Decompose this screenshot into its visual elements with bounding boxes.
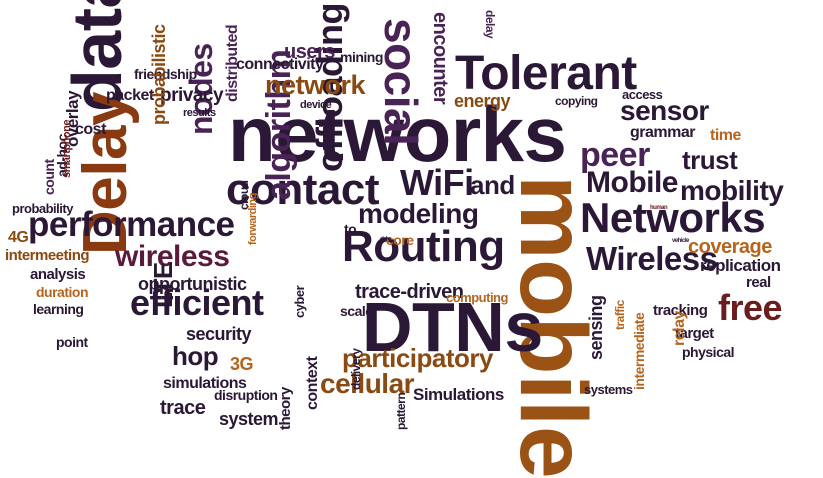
word-real: real [746,274,771,291]
word-hop: hop [172,341,219,371]
word-copying: copying [555,94,598,108]
word-replication: replication [700,256,781,275]
word-pattern: pattern [394,392,408,430]
word-device: device [300,99,332,111]
word-results: results [183,107,216,119]
word-simulations-cap: Simulations [413,385,504,404]
word-sensor: sensor [620,95,709,126]
word-networks-cap: Networks [580,194,766,241]
word-grammar: grammar [630,124,695,141]
word-cost: cost [75,121,106,138]
word-mobile-cap: Mobile [586,166,679,199]
word-energy: energy [454,91,511,111]
word-peer: peer [580,136,650,174]
word-modeling: modeling [358,198,479,229]
word-efficient: efficient [130,282,264,323]
word-mobility: mobility [680,175,784,206]
word-dtns: DTNs [362,288,543,366]
word-and: and [470,170,515,200]
word-probabilistic: probabilistic [149,24,169,125]
word-traffic: traffic [613,300,627,330]
word-duration: duration [36,284,89,300]
word-packet: packet [106,87,154,104]
word-tracking: tracking [653,302,708,319]
word-core: core [386,232,414,248]
word-network: network [265,70,366,100]
word-connectivity: connectivity [236,56,324,73]
word-physical: physical [682,344,735,360]
word-wifi: WiFi [400,162,474,203]
word-to: to [344,221,357,237]
word-context: context [304,356,321,410]
word-point: point [56,334,88,350]
word-computing: computing [446,290,508,305]
word-3g: 3G [230,354,254,374]
word-tolerant: Tolerant [455,47,637,100]
word-networks: networks [228,90,567,178]
word-forwarding: forwarding [247,193,259,245]
word-routing: Routing [342,222,505,271]
word-privacy: privacy [160,85,224,106]
word-friendship: friendship [134,66,197,82]
word-relay: relay [671,311,688,346]
word-trace-driven: trace-driven [355,281,464,303]
word-participatory: participatory [342,343,494,373]
word-trust: trust [682,145,738,175]
word-simulations: simulations [163,375,247,392]
word-delay-small: delay [483,10,497,39]
word-alpha: alpha [380,236,391,242]
word-probability: probability [12,201,73,216]
word-trace: trace [160,397,206,419]
word-encounter: encounter [429,12,451,105]
word-scale: scale [340,303,373,319]
word-intermediate: intermediate [631,312,647,390]
word-cyber: cyber [292,285,307,318]
word-smartphone: smartphone [61,120,73,178]
word-sensing: sensing [586,295,606,360]
word-analysis: analysis [30,266,86,283]
word-theory: theory [277,387,294,430]
word-system: system [219,409,279,429]
word-target: target [675,325,714,342]
word-distributed: distributed [224,24,241,102]
word-intermeeting: intermeeting [5,247,90,264]
word-security: security [186,324,252,344]
word-4g: 4G [8,229,29,246]
word-access: access [622,87,663,102]
word-disruption: disruption [214,387,278,403]
word-contact: contact [226,165,379,214]
word-cellular: cellular [320,368,415,399]
word-performance: performance [28,205,235,244]
word-systems: systems [584,382,633,397]
word-wireless: wireless [115,240,230,273]
word-mining: mining [340,49,383,65]
word-coverage: coverage [688,236,772,258]
word-vehicle: vehicle [672,238,689,244]
word-learning: learning [33,301,84,317]
word-delivery: delivery [349,348,363,390]
word-opportunistic: opportunistic [138,274,247,294]
word-free: free [718,287,783,328]
word-human: human [650,205,668,211]
word-users: users [284,41,335,63]
word-wireless-cap: Wireless [586,240,718,277]
word-social: social [375,18,427,146]
word-time: time [710,127,741,144]
